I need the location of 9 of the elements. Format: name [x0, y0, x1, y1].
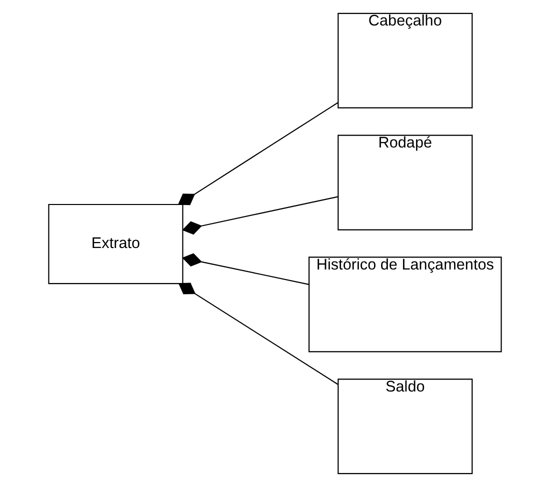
node-box: Saldo [337, 378, 472, 474]
node-box: Rodapé [337, 134, 472, 230]
connector [178, 282, 338, 384]
connector [182, 196, 338, 234]
connector [182, 252, 308, 284]
node-box: Histórico de Lançamentos [308, 256, 502, 352]
node-box: Extrato [48, 203, 183, 284]
connector [177, 102, 338, 205]
node-box: Cabeçalho [337, 12, 472, 108]
